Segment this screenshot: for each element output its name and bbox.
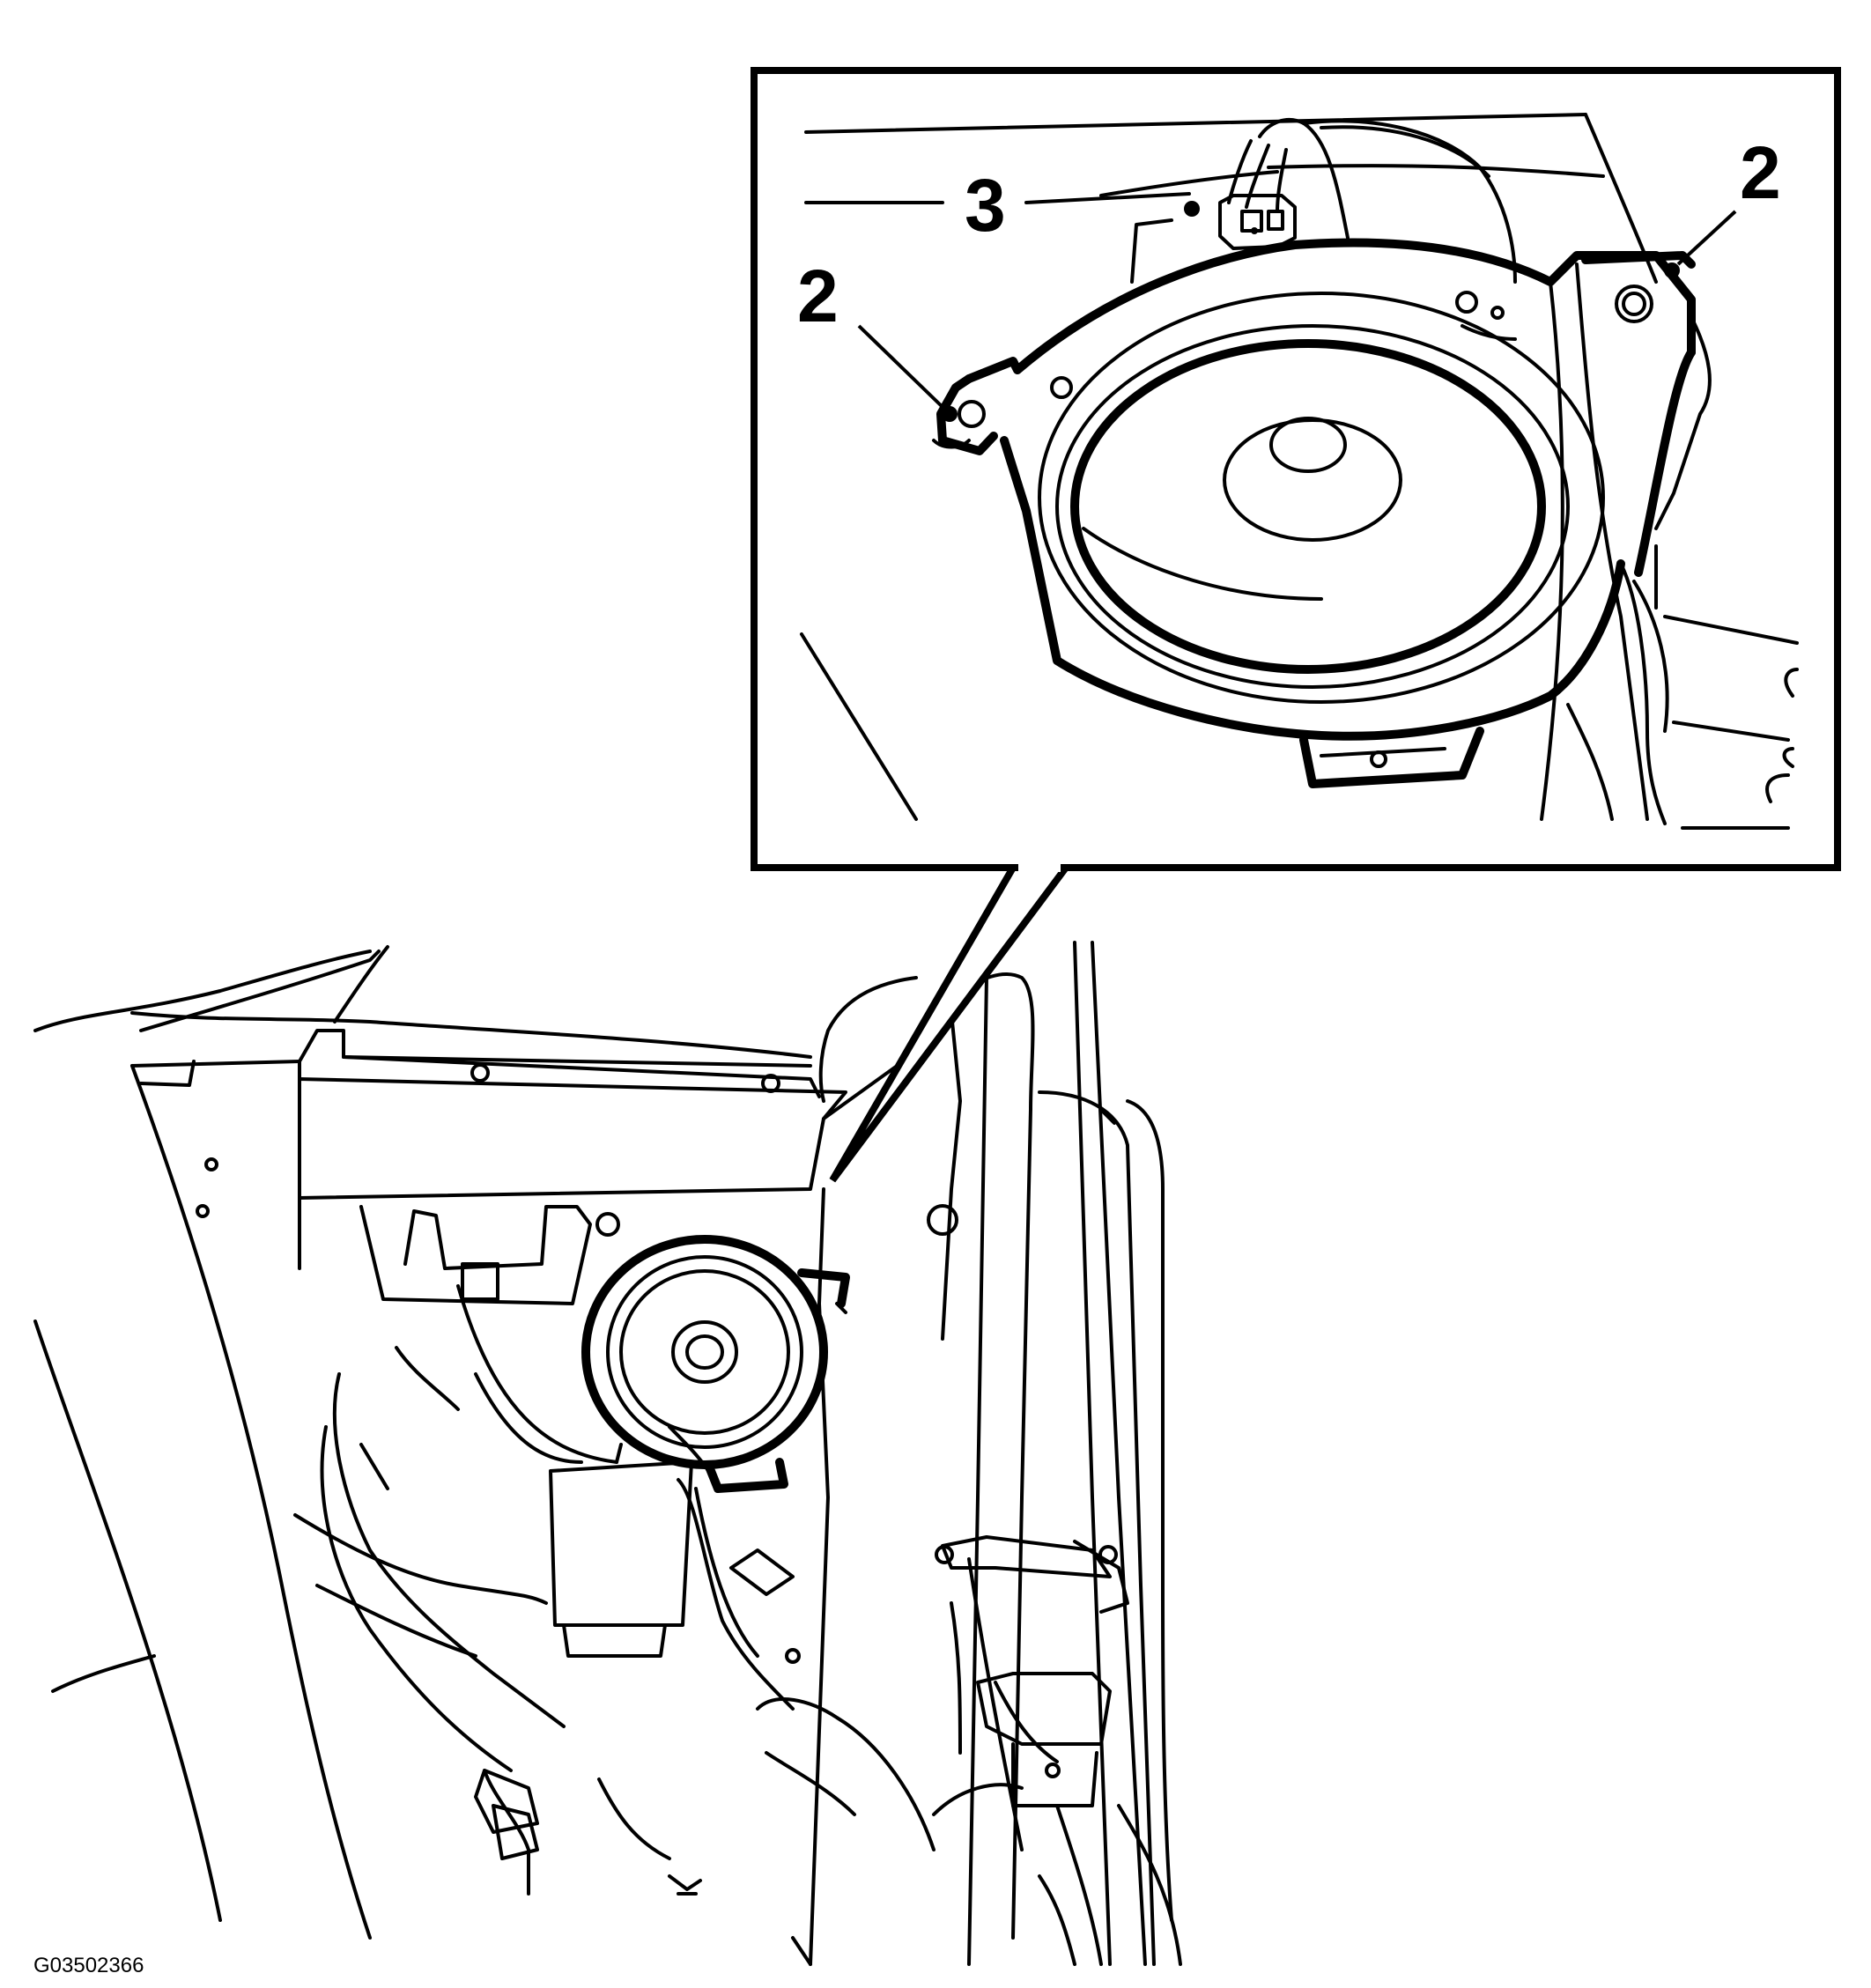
screw-left (958, 400, 986, 428)
detail-inset (751, 67, 1841, 872)
inset-speaker (932, 238, 1696, 788)
callout-3: 3 (965, 164, 1200, 247)
figure-id: G03502366 (33, 1954, 144, 1977)
speaker-connector (1130, 194, 1297, 284)
screw-right (1615, 285, 1653, 323)
svg-text:2: 2 (1740, 131, 1781, 214)
svg-text:3: 3 (965, 164, 1006, 247)
door-interior-view (33, 941, 1182, 1966)
door-speaker (581, 1235, 850, 1493)
callout-2-left: 2 (797, 255, 958, 422)
callout-2-right: 2 (1664, 131, 1781, 278)
svg-text:2: 2 (797, 255, 839, 337)
